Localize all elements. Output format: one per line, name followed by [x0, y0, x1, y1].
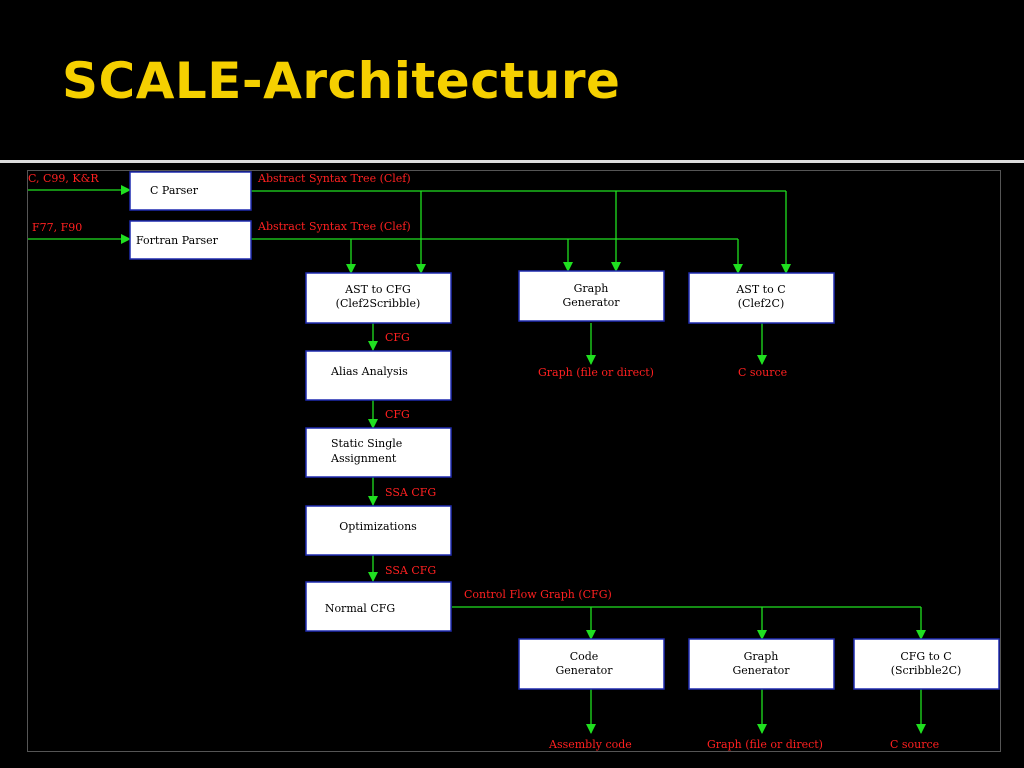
ast-to-cfg-label-line1: AST to CFG [344, 283, 411, 296]
normal-cfg-label: Normal CFG [325, 602, 395, 615]
graph-generator-top-box [518, 270, 665, 322]
graph-generator-bottom-label-line1: Graph [744, 650, 779, 663]
code-generator-box [518, 638, 665, 690]
cfg-to-c-label-line1: CFG to C [900, 650, 951, 663]
c-parser-label: C Parser [150, 184, 199, 197]
alias-analysis-label: Alias Analysis [330, 365, 408, 378]
normal-cfg-box [305, 581, 452, 632]
ast-to-c-box [688, 272, 835, 324]
alias-analysis-box [305, 350, 452, 401]
edge-label-cfg-2: CFG [385, 408, 410, 421]
graph-generator-bottom-box [688, 638, 835, 690]
graph-generator-bottom-label-line2: Generator [732, 664, 790, 677]
slide-title: SCALE-Architecture [62, 52, 621, 110]
input-label-c: C, C99, K&R [28, 172, 99, 185]
edge-label-ast-fortran: Abstract Syntax Tree (Clef) [257, 220, 411, 233]
edge-label-ssa-cfg-2: SSA CFG [385, 564, 436, 577]
ssa-label-line2: Assignment [330, 452, 397, 465]
graph-generator-top-label-line1: Graph [574, 282, 609, 295]
edge-label-cfg-1: CFG [385, 331, 410, 344]
cfg-to-c-box [853, 638, 1000, 690]
connector-lines [28, 185, 926, 734]
ast-to-cfg-label-line2: (Clef2Scribble) [336, 297, 421, 310]
code-generator-label-line2: Generator [555, 664, 613, 677]
c-parser-box [129, 171, 252, 211]
optimizations-label: Optimizations [339, 520, 417, 533]
graph-generator-top-label-line2: Generator [562, 296, 620, 309]
edge-label-ssa-cfg-1: SSA CFG [385, 486, 436, 499]
ast-to-c-label-line1: AST to C [735, 283, 785, 296]
optimizations-box [305, 505, 452, 556]
fortran-parser-box [129, 220, 252, 260]
output-assembly-code: Assembly code [548, 738, 632, 751]
output-c-source-bottom: C source [890, 738, 939, 751]
cfg-to-c-label-line2: (Scribble2C) [891, 664, 962, 677]
fortran-parser-label: Fortran Parser [136, 234, 219, 247]
ssa-label-line1: Static Single [331, 437, 402, 450]
edge-label-ast-c: Abstract Syntax Tree (Clef) [257, 172, 411, 185]
ast-to-cfg-box [305, 272, 452, 324]
edge-label-control-flow-graph: Control Flow Graph (CFG) [464, 588, 612, 601]
title-divider [0, 160, 1024, 163]
output-c-source-top: C source [738, 366, 787, 379]
output-graph-top: Graph (file or direct) [538, 366, 654, 379]
code-generator-label-line1: Code [570, 650, 599, 663]
architecture-diagram: C, C99, K&R F77, F90 C Parser Fortran Pa… [27, 170, 1001, 752]
output-graph-bottom: Graph (file or direct) [707, 738, 823, 751]
input-label-fortran: F77, F90 [32, 221, 82, 234]
ssa-box [305, 427, 452, 478]
ast-to-c-label-line2: (Clef2C) [738, 297, 785, 310]
